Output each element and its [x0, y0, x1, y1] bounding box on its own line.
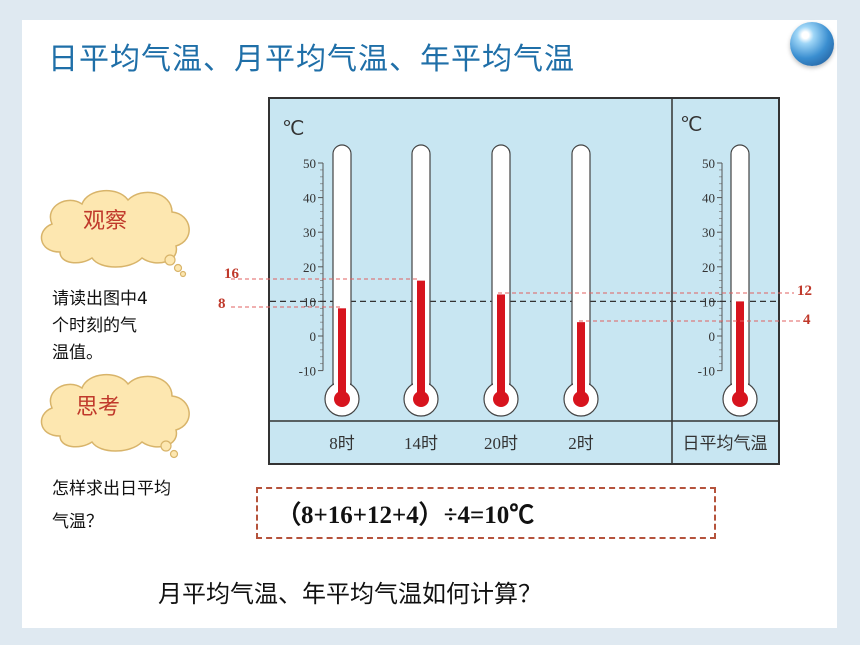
think-cloud: [40, 373, 190, 459]
right-scale-tick-label: 30: [702, 225, 715, 240]
thermometer-4-mercury: [577, 322, 585, 399]
thermometer-3-mercury-bulb: [493, 391, 509, 407]
observe-line-1: 请读出图中4: [52, 289, 148, 309]
thermometer-3-mercury: [497, 294, 505, 399]
thermometer-label-3: 20时: [484, 434, 518, 453]
thermometer-1-mercury: [338, 308, 346, 399]
think-label: 思考: [76, 395, 121, 420]
right-scale-tick-label: 20: [702, 260, 715, 275]
question-text: 月平均气温、年平均气温如何计算？: [158, 580, 542, 608]
observe-line-2: 个时刻的气: [52, 316, 137, 336]
thermometer-1-mercury-bulb: [334, 391, 350, 407]
think-text: 怎样求出日平均 气温？: [52, 473, 171, 539]
thermometer-label-4: 2时: [568, 434, 594, 453]
left-scale-tick-label: 30: [303, 225, 316, 240]
average-thermometer-mercury-bulb: [732, 391, 748, 407]
right-scale-tick-label: 0: [709, 329, 716, 344]
unit-label-left: ℃: [282, 118, 304, 140]
think-line-2: 气温？: [52, 512, 103, 532]
globe-icon: [790, 22, 834, 66]
average-thermometer-label: 日平均气温: [683, 434, 768, 453]
left-scale-tick-label: -10: [299, 364, 316, 379]
right-scale-tick-label: -10: [698, 364, 715, 379]
observe-line-3: 温值。: [52, 343, 103, 363]
ref-label-4: 4: [803, 312, 811, 328]
left-scale-tick-label: 40: [303, 191, 316, 206]
left-scale-tick-label: 0: [310, 329, 317, 344]
thermometer-label-1: 8时: [329, 434, 355, 453]
left-scale-tick-label: 10: [303, 294, 316, 309]
equation-text: （8+16+12+4）÷4=10℃: [276, 502, 535, 529]
ref-label-8: 8: [218, 296, 226, 312]
unit-label-right: ℃: [680, 114, 702, 136]
thermometer-label-2: 14时: [404, 434, 438, 453]
ref-label-12: 12: [797, 283, 812, 299]
thermometer-2-mercury: [417, 280, 425, 399]
left-scale-tick-label: 50: [303, 156, 316, 171]
average-thermometer-mercury: [736, 301, 744, 399]
think-line-1: 怎样求出日平均: [52, 479, 171, 499]
thermometer-2-mercury-bulb: [413, 391, 429, 407]
right-scale-tick-label: 40: [702, 191, 715, 206]
observe-text: 请读出图中4 个时刻的气 温值。: [52, 286, 148, 367]
right-scale-tick-label: 10: [702, 294, 715, 309]
thermometer-figure: ℃ ℃ 50 40 30 20 10 0 -10 50 40 30 20 10 0 -10 8时 14时 20时 2时…: [268, 97, 780, 465]
ref-label-16: 16: [224, 266, 239, 282]
page-title: 日平均气温、月平均气温、年平均气温: [48, 42, 575, 77]
right-scale-tick-label: 50: [702, 156, 715, 171]
observe-label: 观察: [83, 209, 128, 234]
thermometer-4-mercury-bulb: [573, 391, 589, 407]
observe-cloud: [40, 189, 190, 278]
thermometer-svg: ℃ ℃ 50 40 30 20 10 0 -10 50 40 30 20 10 0 -10 8时 14时 20时 2时…: [270, 99, 778, 463]
left-scale-tick-label: 20: [303, 260, 316, 275]
equation-box: （8+16+12+4）÷4=10℃: [256, 487, 716, 539]
